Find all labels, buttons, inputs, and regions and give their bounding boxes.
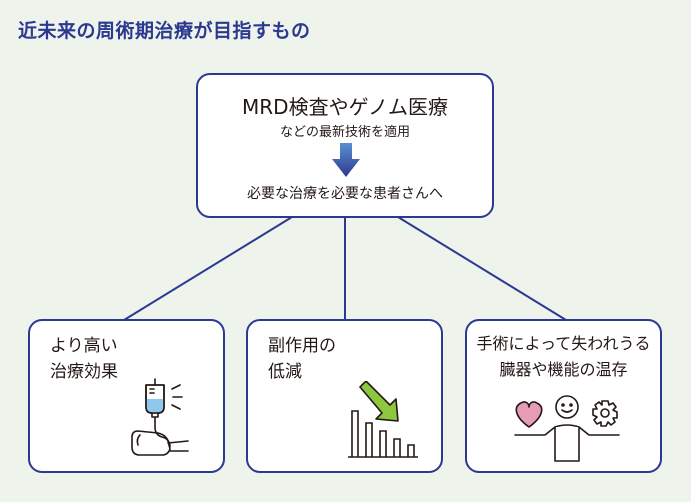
connector-left — [123, 216, 293, 321]
outcome-box-organ-preservation: 手術によって失われうる 臓器や機能の温存 — [465, 319, 662, 473]
outcome-label: 副作用の 低減 — [268, 336, 336, 382]
declining-chart-icon — [348, 381, 418, 458]
top-box: MRD検査やゲノム医療 などの最新技術を適用 必要な治療を必要な患者さんへ — [196, 73, 494, 218]
outcome-label: より高い 治療効果 — [50, 336, 118, 382]
top-box-result: 必要な治療を必要な患者さんへ — [247, 186, 443, 202]
down-right-arrow — [359, 381, 399, 422]
outcome-box-efficacy: より高い 治療効果 — [28, 319, 225, 473]
outcome-label: 手術によって失われうる 臓器や機能の温存 — [476, 334, 651, 379]
gear-icon — [592, 400, 618, 427]
heart-person-gear-icon — [514, 395, 620, 462]
outcome-box-side-effects: 副作用の 低減 — [246, 319, 443, 473]
connector-right — [397, 216, 567, 321]
heart-icon — [515, 401, 543, 428]
top-box-subheading: などの最新技術を適用 — [279, 125, 410, 140]
iv-drip-icon — [131, 378, 189, 456]
page-title: 近未来の周術期治療が目指すもの — [18, 20, 311, 42]
down-arrow-icon — [332, 143, 360, 177]
top-box-heading: MRD検査やゲノム医療 — [242, 95, 448, 119]
